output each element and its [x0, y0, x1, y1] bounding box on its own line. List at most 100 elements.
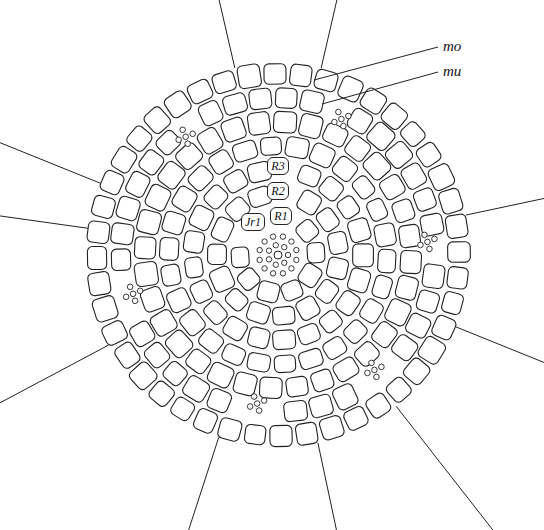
parenchyma-cell	[222, 168, 250, 195]
parenchyma-cell	[220, 116, 248, 144]
cell-wall	[384, 375, 413, 404]
central-cell	[285, 252, 290, 257]
cell-wall	[308, 141, 337, 169]
parenchyma-cell	[264, 64, 286, 85]
labelled-cell: Jr1	[241, 213, 265, 231]
xylem-vessel	[137, 288, 143, 294]
parenchyma-cell	[188, 278, 214, 305]
parenchyma-cell	[440, 290, 464, 315]
cell-wall	[448, 242, 471, 263]
cell-wall	[325, 256, 349, 280]
cell-wall	[437, 187, 464, 215]
central-cell	[273, 243, 278, 248]
cell-wall	[307, 242, 325, 263]
cell-wall	[264, 64, 286, 85]
parenchyma-cell	[342, 318, 370, 346]
cell-wall	[295, 422, 319, 446]
parenchyma-cell	[353, 244, 374, 267]
cell-wall	[206, 361, 236, 390]
central-cell	[257, 247, 262, 252]
cell-wall	[358, 297, 385, 325]
parenchyma-cell	[231, 247, 250, 268]
cell-wall	[161, 210, 187, 236]
labelled-cell: R1	[270, 207, 292, 225]
parenchyma-cell	[448, 242, 471, 263]
central-vessel	[274, 251, 282, 259]
cell-wall	[400, 250, 422, 274]
parenchyma-cell	[415, 289, 441, 315]
parenchyma-cell	[275, 88, 297, 109]
parenchyma-cell	[169, 395, 197, 422]
leader-line	[322, 72, 438, 104]
parenchyma-cell	[335, 194, 361, 221]
cell-wall	[294, 294, 322, 322]
parenchyma-cell	[299, 89, 326, 114]
parenchyma-cell	[111, 249, 131, 271]
cell-wall	[327, 231, 349, 256]
cell-wall	[285, 376, 309, 398]
parenchyma-cell	[206, 387, 234, 414]
central-cell	[280, 234, 285, 239]
cell-wall	[124, 170, 152, 199]
cell-wall	[221, 92, 248, 117]
cell-wall	[296, 322, 322, 346]
parenchyma-cell	[87, 271, 112, 297]
cell-wall	[115, 195, 142, 222]
parenchyma-cell	[244, 424, 267, 445]
cell-wall	[246, 352, 271, 373]
cell-wall	[308, 393, 335, 419]
parenchyma-cell	[284, 136, 310, 159]
parenchyma-cell	[334, 289, 362, 318]
parenchyma-cell	[259, 377, 282, 399]
central-cell	[280, 271, 285, 276]
parenchyma-cell	[274, 355, 296, 373]
xylem-vessel	[251, 394, 257, 400]
cell-wall	[136, 209, 163, 236]
cell-wall	[430, 314, 457, 342]
parenchyma-cell	[272, 330, 296, 350]
cell-wall	[445, 213, 469, 239]
parenchyma-cell	[295, 422, 319, 446]
radial-line	[136, 438, 219, 530]
xylem-vessel	[256, 408, 262, 414]
parenchyma-cell	[236, 63, 262, 89]
xylem-vessel	[346, 113, 352, 119]
parenchyma-cell	[430, 314, 457, 342]
central-cell	[257, 257, 262, 262]
parenchyma-cell	[294, 217, 321, 244]
cell-wall	[113, 340, 142, 370]
parenchyma-cell	[207, 244, 226, 264]
parenchyma-cell	[296, 322, 322, 346]
xylem-vessel	[372, 367, 378, 373]
xylem-vessel	[432, 236, 438, 242]
xylem-vessel	[339, 116, 345, 122]
cell-wall	[297, 112, 324, 139]
parenchyma-cell	[91, 294, 119, 323]
cell-wall	[87, 246, 106, 269]
cell-wall	[318, 414, 345, 441]
parenchyma-cell	[87, 246, 106, 269]
xylem-vessel	[379, 364, 385, 370]
cell-wall	[134, 236, 156, 259]
parenchyma-cell	[235, 266, 262, 293]
cell-wall	[404, 311, 433, 339]
radial-line	[0, 191, 88, 228]
parenchyma-cell	[321, 335, 349, 362]
cell-wall	[272, 306, 296, 326]
cell-wall	[137, 148, 166, 177]
cell-wall	[371, 274, 394, 300]
central-cell	[270, 234, 275, 239]
parenchyma-cell	[90, 194, 116, 219]
radial-line	[321, 0, 381, 68]
cell-wall	[247, 326, 271, 350]
parenchyma-cell	[419, 212, 445, 237]
parenchyma-cell	[412, 186, 438, 212]
parenchyma-cell	[427, 162, 457, 192]
cell-wall	[296, 164, 322, 189]
xylem-vessel	[130, 291, 136, 297]
cell-wall	[313, 277, 340, 305]
parenchyma-cell	[99, 169, 126, 197]
parenchyma-cell	[404, 311, 433, 339]
cell-wall	[365, 197, 389, 223]
